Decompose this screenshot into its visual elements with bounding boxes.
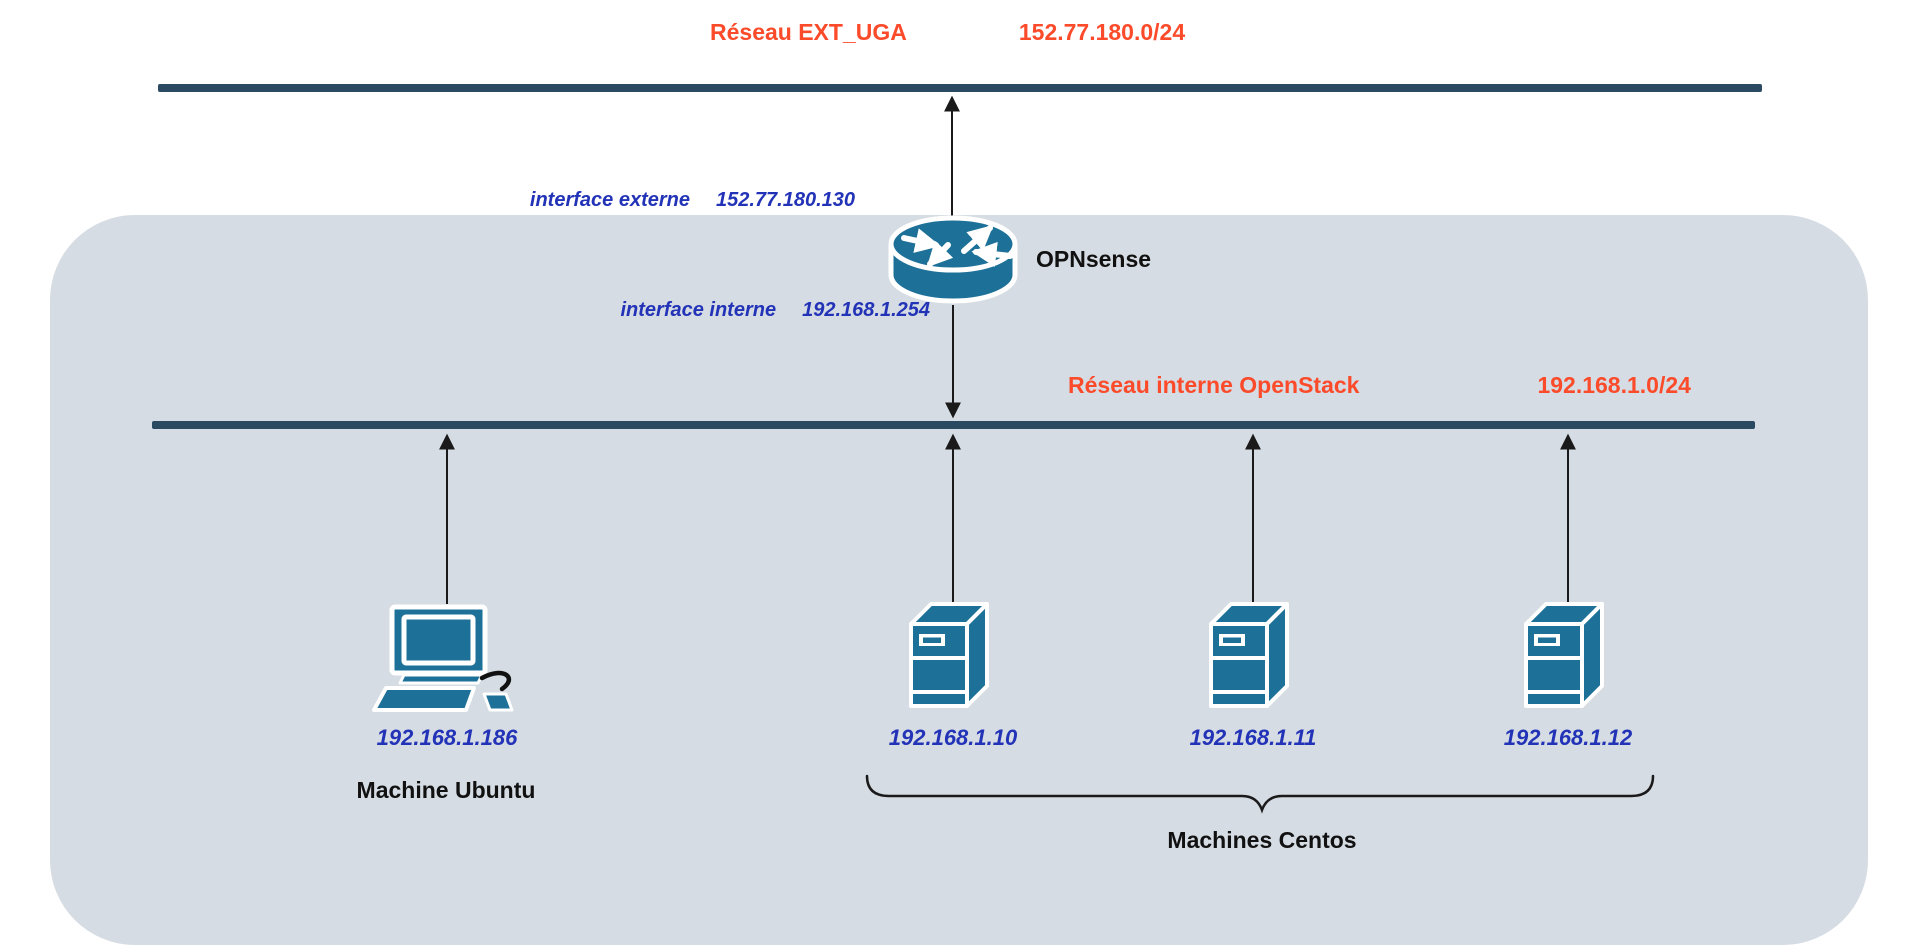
centos-group-label: Machines Centos <box>1167 827 1357 853</box>
centos3-ip-label: 192.168.1.12 <box>1503 725 1633 750</box>
interface-interne-ip: 192.168.1.254 <box>802 299 930 321</box>
external-network-name: Réseau EXT_UGA <box>710 19 907 45</box>
external-network-cidr: 152.77.180.0/24 <box>1018 19 1186 45</box>
interface-interne-label: interface interne 192.168.1.254 <box>460 299 930 322</box>
centos1-ip-label: 192.168.1.10 <box>888 725 1018 750</box>
interface-interne-name: interface interne <box>620 299 777 321</box>
centos2-ip-label: 192.168.1.11 <box>1189 725 1317 750</box>
interface-externe-ip: 152.77.180.130 <box>715 189 855 211</box>
openstack-zone-container <box>50 215 1868 945</box>
internal-network-name: Réseau interne OpenStack <box>1068 372 1360 398</box>
interface-externe-name: interface externe <box>529 189 690 211</box>
internal-network-bus-line <box>152 421 1755 429</box>
external-network-title: Réseau EXT_UGA 152.77.180.0/24 <box>710 19 1185 46</box>
internal-network-title: Réseau interne OpenStack 192.168.1.0/24 <box>1068 372 1691 399</box>
ubuntu-ip-label: 192.168.1.186 <box>376 725 518 750</box>
router-name-label: OPNsense <box>1036 246 1152 272</box>
interface-externe-label: interface externe 152.77.180.130 <box>430 189 855 212</box>
internal-network-cidr: 192.168.1.0/24 <box>1537 372 1691 398</box>
external-network-bus-line <box>158 84 1762 92</box>
ubuntu-machine-label: Machine Ubuntu <box>356 777 536 803</box>
